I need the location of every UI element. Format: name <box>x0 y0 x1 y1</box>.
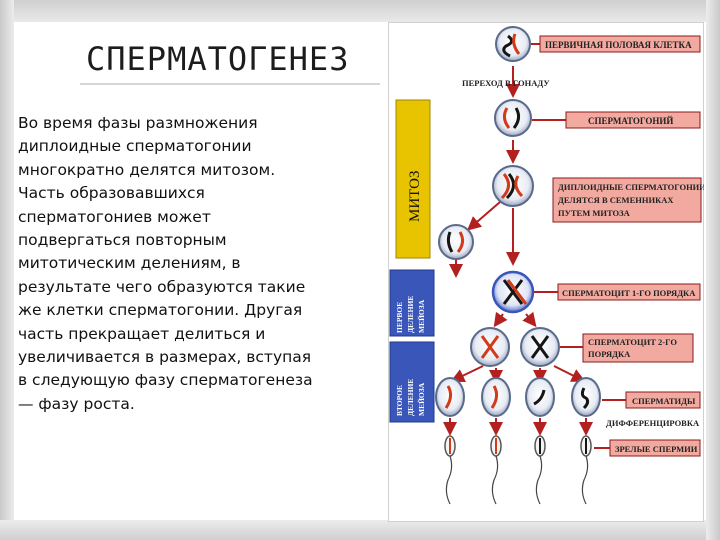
second-meiosis-label: ВТОРОЕ ДЕЛЕНИЕ МЕЙОЗА <box>395 377 426 416</box>
spermatogonium-cell <box>494 99 532 137</box>
arrow-mitosis-left <box>466 201 501 231</box>
arrow-sc1-left <box>493 311 508 328</box>
first-meiosis-bar <box>389 269 435 337</box>
primary-germ-cell <box>495 26 531 62</box>
slide-body-text: Во время фазы размножения диплоидные спе… <box>18 114 313 413</box>
label-spermatocyte2-line1: СПЕРМАТОЦИТ 2-ГО <box>588 337 677 347</box>
spermatid-4 <box>571 377 601 417</box>
sperm-4 <box>580 435 592 505</box>
mitosis-bar <box>395 99 431 259</box>
diploid-spermatogonium-cell <box>492 165 534 207</box>
label-diploid-line3: ПУТЕМ МИТОЗА <box>558 208 631 218</box>
label-primary-germ-cell: ПЕРВИЧНАЯ ПОЛОВАЯ КЛЕТКА <box>545 40 692 50</box>
title-divider <box>80 83 380 85</box>
label-differentiation: ДИФФЕРЕНЦИРОВКА <box>606 418 700 428</box>
first-meiosis-label: ПЕРВОЕ ДЕЛЕНИЕ МЕЙОЗА <box>395 294 426 333</box>
spermatocyte2-cell-left <box>470 327 510 367</box>
label-spermatogonium: СПЕРМАТОГОНИЙ <box>588 116 673 126</box>
spermatid-2 <box>481 377 511 417</box>
slide-border-left <box>0 0 14 540</box>
figure-panel <box>388 22 704 522</box>
first-meiosis-line2: ДЕЛЕНИЕ <box>406 296 415 333</box>
label-spermatocyte1: СПЕРМАТОЦИТ 1-ГО ПОРЯДКА <box>562 288 696 298</box>
second-meiosis-line1: ВТОРОЕ <box>395 385 404 416</box>
arrow-sc2a-1 <box>450 365 484 382</box>
first-meiosis-line3: МЕЙОЗА <box>417 299 426 333</box>
spermatocyte2-cell-right <box>520 327 560 367</box>
arrow-sc2b-2 <box>553 365 586 382</box>
sperm-2 <box>490 435 502 505</box>
label-box-spermatids <box>625 391 701 409</box>
label-spermatocyte2-line2: ПОРЯДКА <box>588 349 631 359</box>
spermatid-1 <box>435 377 465 417</box>
arrow-sc1-right <box>522 311 537 328</box>
sperm-3 <box>534 435 546 505</box>
label-box-mature-sperm <box>609 439 701 457</box>
second-meiosis-line3: МЕЙОЗА <box>417 382 426 416</box>
second-meiosis-bar <box>389 341 435 423</box>
label-box-spermatogonium <box>565 111 701 129</box>
label-box-primary <box>539 35 701 53</box>
second-meiosis-line2: ДЕЛЕНИЕ <box>406 379 415 416</box>
label-diploid-line2: ДЕЛЯТСЯ В СЕМЕННИКАХ <box>558 195 674 205</box>
label-box-spermatocyte2 <box>582 333 694 363</box>
sperm-1 <box>444 435 456 505</box>
first-meiosis-line1: ПЕРВОЕ <box>395 302 404 333</box>
mitotic-daughter-cell <box>438 224 474 260</box>
slide-border-right <box>706 0 720 540</box>
slide-title: СПЕРМАТОГЕНЕЗ <box>86 40 350 78</box>
label-transfer-to-gonad: ПЕРЕХОД В ГОНАДУ <box>462 78 550 88</box>
spermatogenesis-diagram: МИТОЗ ПЕРВОЕ ДЕЛЕНИЕ МЕЙОЗА ВТОРОЕ ДЕЛЕН… <box>388 22 704 522</box>
label-spermatids: СПЕРМАТИДЫ <box>632 396 696 406</box>
label-diploid-line1: ДИПЛОИДНЫЕ СПЕРМАТОГОНИИ <box>558 182 704 192</box>
label-mature-sperm: ЗРЕЛЫЕ СПЕРМИИ <box>615 444 698 454</box>
label-box-diploid <box>552 177 702 223</box>
spermatid-3 <box>525 377 555 417</box>
slide-border-bottom <box>0 520 720 540</box>
spermatocyte1-cell <box>491 270 535 314</box>
slide-border-top <box>0 0 720 22</box>
mitosis-label: МИТОЗ <box>407 171 423 222</box>
label-box-spermatocyte1 <box>557 283 701 301</box>
